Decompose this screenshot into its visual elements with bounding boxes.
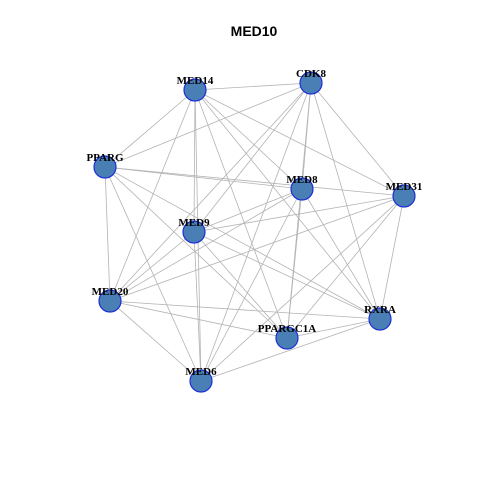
node-rxra[interactable] xyxy=(368,307,392,331)
node-med8[interactable] xyxy=(290,177,314,201)
edge-med8-med6 xyxy=(200,188,303,382)
edge-pparg-rxra xyxy=(104,166,381,320)
edge-cdk8-med9 xyxy=(193,82,312,233)
node-label-med8: MED8 xyxy=(286,174,318,186)
node-label-cdk8: CDK8 xyxy=(296,68,326,80)
node-label-med31: MED31 xyxy=(386,181,423,193)
node-pparg[interactable] xyxy=(93,155,117,179)
node-layer xyxy=(93,71,416,393)
edge-med9-rxra xyxy=(193,231,381,320)
edge-pparg-med8 xyxy=(104,166,303,190)
edge-med31-med20 xyxy=(109,195,405,302)
edge-med31-med9 xyxy=(193,195,405,233)
edge-pparg-med20 xyxy=(104,166,111,302)
edge-med14-ppargc1a xyxy=(194,89,288,339)
edge-med20-med6 xyxy=(109,300,202,382)
node-med14[interactable] xyxy=(183,78,207,102)
edge-med14-med8 xyxy=(194,89,303,190)
node-label-ppargc1a: PPARGC1A xyxy=(258,323,317,335)
edge-med14-med20 xyxy=(109,89,196,302)
edge-pparg-ppargc1a xyxy=(104,166,288,339)
edge-med8-rxra xyxy=(301,188,381,320)
node-med20[interactable] xyxy=(98,289,122,313)
node-label-med14: MED14 xyxy=(177,75,214,87)
edge-cdk8-pparg xyxy=(104,82,312,168)
node-ppargc1a[interactable] xyxy=(275,326,299,350)
edge-cdk8-med20 xyxy=(109,82,312,302)
edge-med31-med6 xyxy=(200,195,405,382)
graph-title: MED10 xyxy=(231,23,278,39)
edge-med14-pparg xyxy=(104,89,196,168)
edge-rxra-med6 xyxy=(200,318,381,382)
edge-med14-med31 xyxy=(194,89,405,197)
edge-pparg-med31 xyxy=(104,166,405,197)
node-med31[interactable] xyxy=(392,184,416,208)
node-label-med6: MED6 xyxy=(185,366,217,378)
node-med6[interactable] xyxy=(189,369,213,393)
edge-med14-med9 xyxy=(193,89,196,233)
edge-med8-med20 xyxy=(109,188,303,302)
node-cdk8[interactable] xyxy=(299,71,323,95)
node-label-rxra: RXRA xyxy=(364,304,396,316)
edge-layer xyxy=(104,82,405,382)
node-med9[interactable] xyxy=(182,220,206,244)
edge-med14-rxra xyxy=(194,89,381,320)
edge-med14-cdk8 xyxy=(194,82,312,91)
edge-med8-med9 xyxy=(193,188,303,233)
edge-med9-ppargc1a xyxy=(193,231,288,339)
edge-cdk8-med6 xyxy=(200,82,312,382)
edge-cdk8-rxra xyxy=(310,82,381,320)
edge-med31-rxra xyxy=(379,195,405,320)
edge-med20-ppargc1a xyxy=(109,300,288,339)
node-label-med9: MED9 xyxy=(178,217,210,229)
node-label-med20: MED20 xyxy=(92,286,129,298)
edge-pparg-med6 xyxy=(104,166,202,382)
edge-med8-ppargc1a xyxy=(286,188,303,339)
edge-med20-rxra xyxy=(109,300,381,320)
edge-cdk8-med31 xyxy=(310,82,405,197)
edge-med9-med20 xyxy=(109,231,195,302)
edge-rxra-ppargc1a xyxy=(286,318,381,339)
node-label-pparg: PPARG xyxy=(86,152,124,164)
